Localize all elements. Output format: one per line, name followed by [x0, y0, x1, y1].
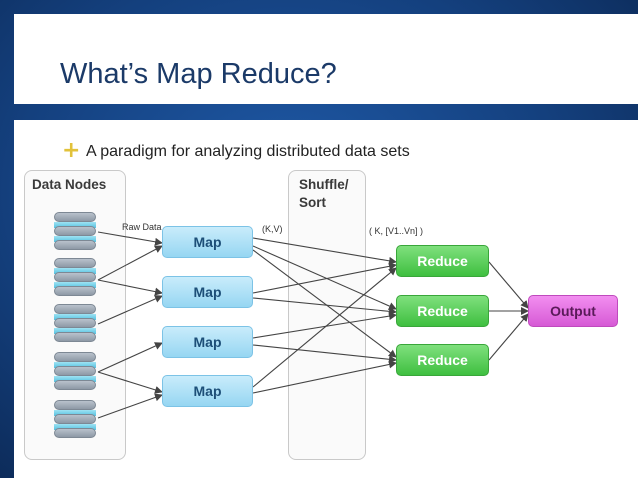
- database-icon: [52, 350, 98, 390]
- shuffle-label-line1: Shuffle/: [299, 177, 349, 192]
- bullet-plus-icon: +: [62, 138, 81, 163]
- shuffle-sort-panel: [288, 170, 366, 460]
- map-box: Map: [162, 326, 253, 358]
- kv-label: (K,V): [262, 224, 283, 234]
- kv-list-label: ( K, [V1..Vn] ): [369, 226, 424, 236]
- reduce-box: Reduce: [396, 295, 489, 327]
- reduce-box: Reduce: [396, 344, 489, 376]
- reduce-box: Reduce: [396, 245, 489, 277]
- data-nodes-label: Data Nodes: [32, 177, 107, 192]
- database-icon: [52, 210, 98, 250]
- shuffle-label-line2: Sort: [299, 195, 326, 210]
- database-icon: [52, 302, 98, 342]
- database-icon: [52, 398, 98, 438]
- map-box: Map: [162, 375, 253, 407]
- slide-title: What’s Map Reduce?: [60, 58, 337, 90]
- title-band: [14, 14, 638, 104]
- map-box: Map: [162, 226, 253, 258]
- bullet-text: A paradigm for analyzing distributed dat…: [86, 143, 410, 160]
- map-box: Map: [162, 276, 253, 308]
- output-box: Output: [528, 295, 618, 327]
- database-icon: [52, 256, 98, 296]
- raw-data-label: Raw Data: [122, 222, 162, 232]
- shuffle-sort-label: Shuffle/ Sort: [299, 176, 349, 212]
